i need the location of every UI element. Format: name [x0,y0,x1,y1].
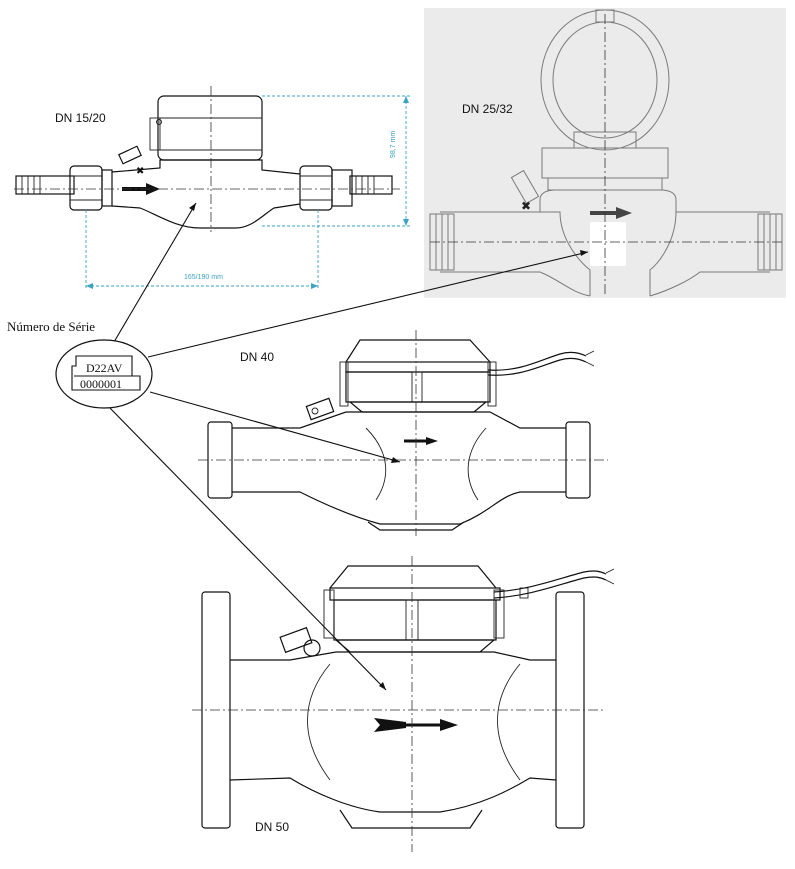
serial-number-title: Número de Série [7,319,95,334]
dn25-meter-photo: ✖ [424,8,786,298]
dn50-meter-drawing [192,556,615,852]
dn50-label: DN 50 [255,820,289,834]
dn25-label: DN 25/32 [462,102,513,116]
serial-number: 0000001 [80,377,122,391]
serial-callout [55,202,589,691]
dn15-label: DN 15/20 [55,111,106,125]
svg-text:✖: ✖ [136,166,144,177]
serial-code: D22AV [86,361,123,375]
dn40-meter-drawing [198,330,608,536]
height-dimension-label: 98,7 mm [390,131,397,158]
dn15-meter-drawing: ✖ [14,86,410,290]
dn40-label: DN 40 [240,350,274,364]
svg-text:✖: ✖ [521,199,531,213]
length-dimension-label: 165/190 mm [184,274,223,281]
